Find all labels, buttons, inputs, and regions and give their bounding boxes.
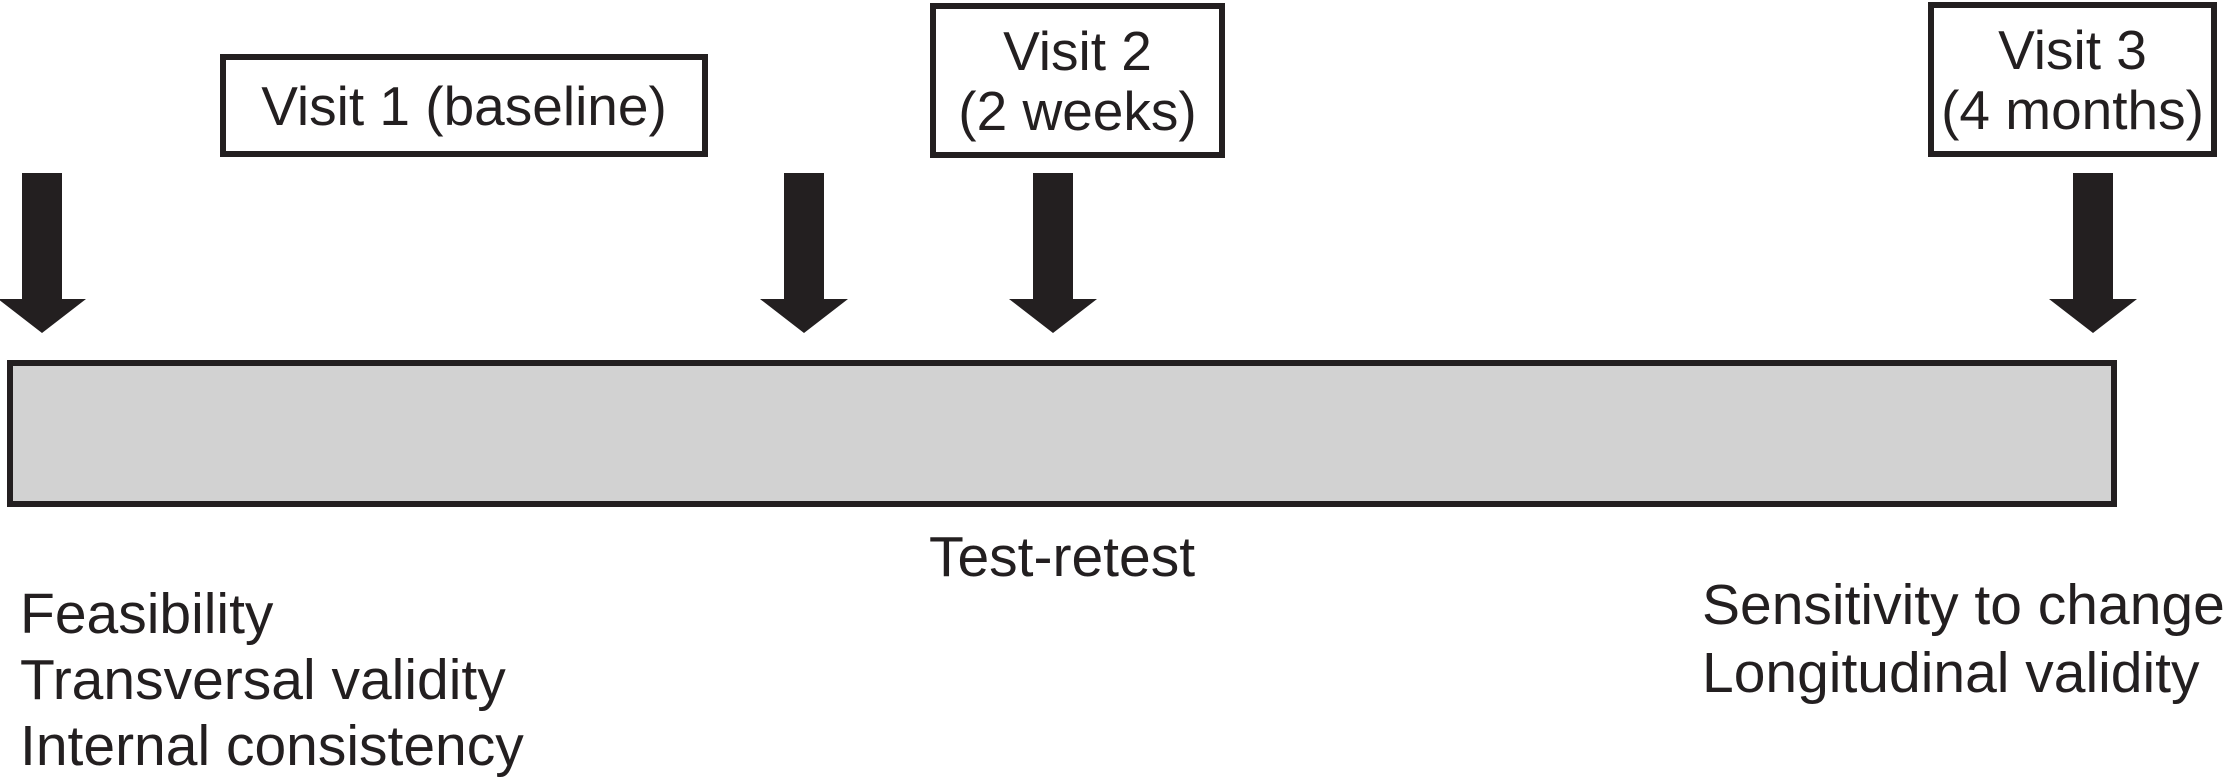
timeline-bar (7, 360, 2117, 507)
visit-1-box: Visit 1 (baseline) (220, 54, 708, 157)
visit-3-label-line-1: Visit 3 (1998, 18, 2147, 81)
note-feasibility: Feasibility (20, 582, 274, 646)
test-retest-label: Test-retest (7, 524, 2117, 590)
visit-3-box: Visit 3 (4 months) (1928, 2, 2217, 157)
note-transversal-validity: Transversal validity (20, 648, 506, 712)
down-arrow-icon-visit1 (0, 173, 86, 333)
baseline-properties-list: Feasibility Transversal validity Interna… (20, 581, 524, 777)
visit-2-label-line-1: Visit 2 (1003, 19, 1152, 82)
down-arrow-icon-pre-visit2 (760, 173, 848, 333)
note-sensitivity-to-change: Sensitivity to change (1702, 573, 2225, 637)
followup-properties-list: Sensitivity to change Longitudinal valid… (1702, 571, 2225, 707)
down-arrow-icon-visit2 (1009, 173, 1097, 333)
visit-3-label-line-2: (4 months) (1941, 78, 2204, 141)
visit-2-label-line-2: (2 weeks) (958, 79, 1197, 142)
visit-2-box: Visit 2 (2 weeks) (930, 3, 1225, 158)
visit-1-label: Visit 1 (baseline) (261, 74, 667, 137)
test-retest-text: Test-retest (928, 525, 1196, 589)
down-arrow-icon-visit3 (2049, 173, 2137, 333)
note-longitudinal-validity: Longitudinal validity (1702, 641, 2200, 705)
note-internal-consistency: Internal consistency (20, 714, 524, 777)
